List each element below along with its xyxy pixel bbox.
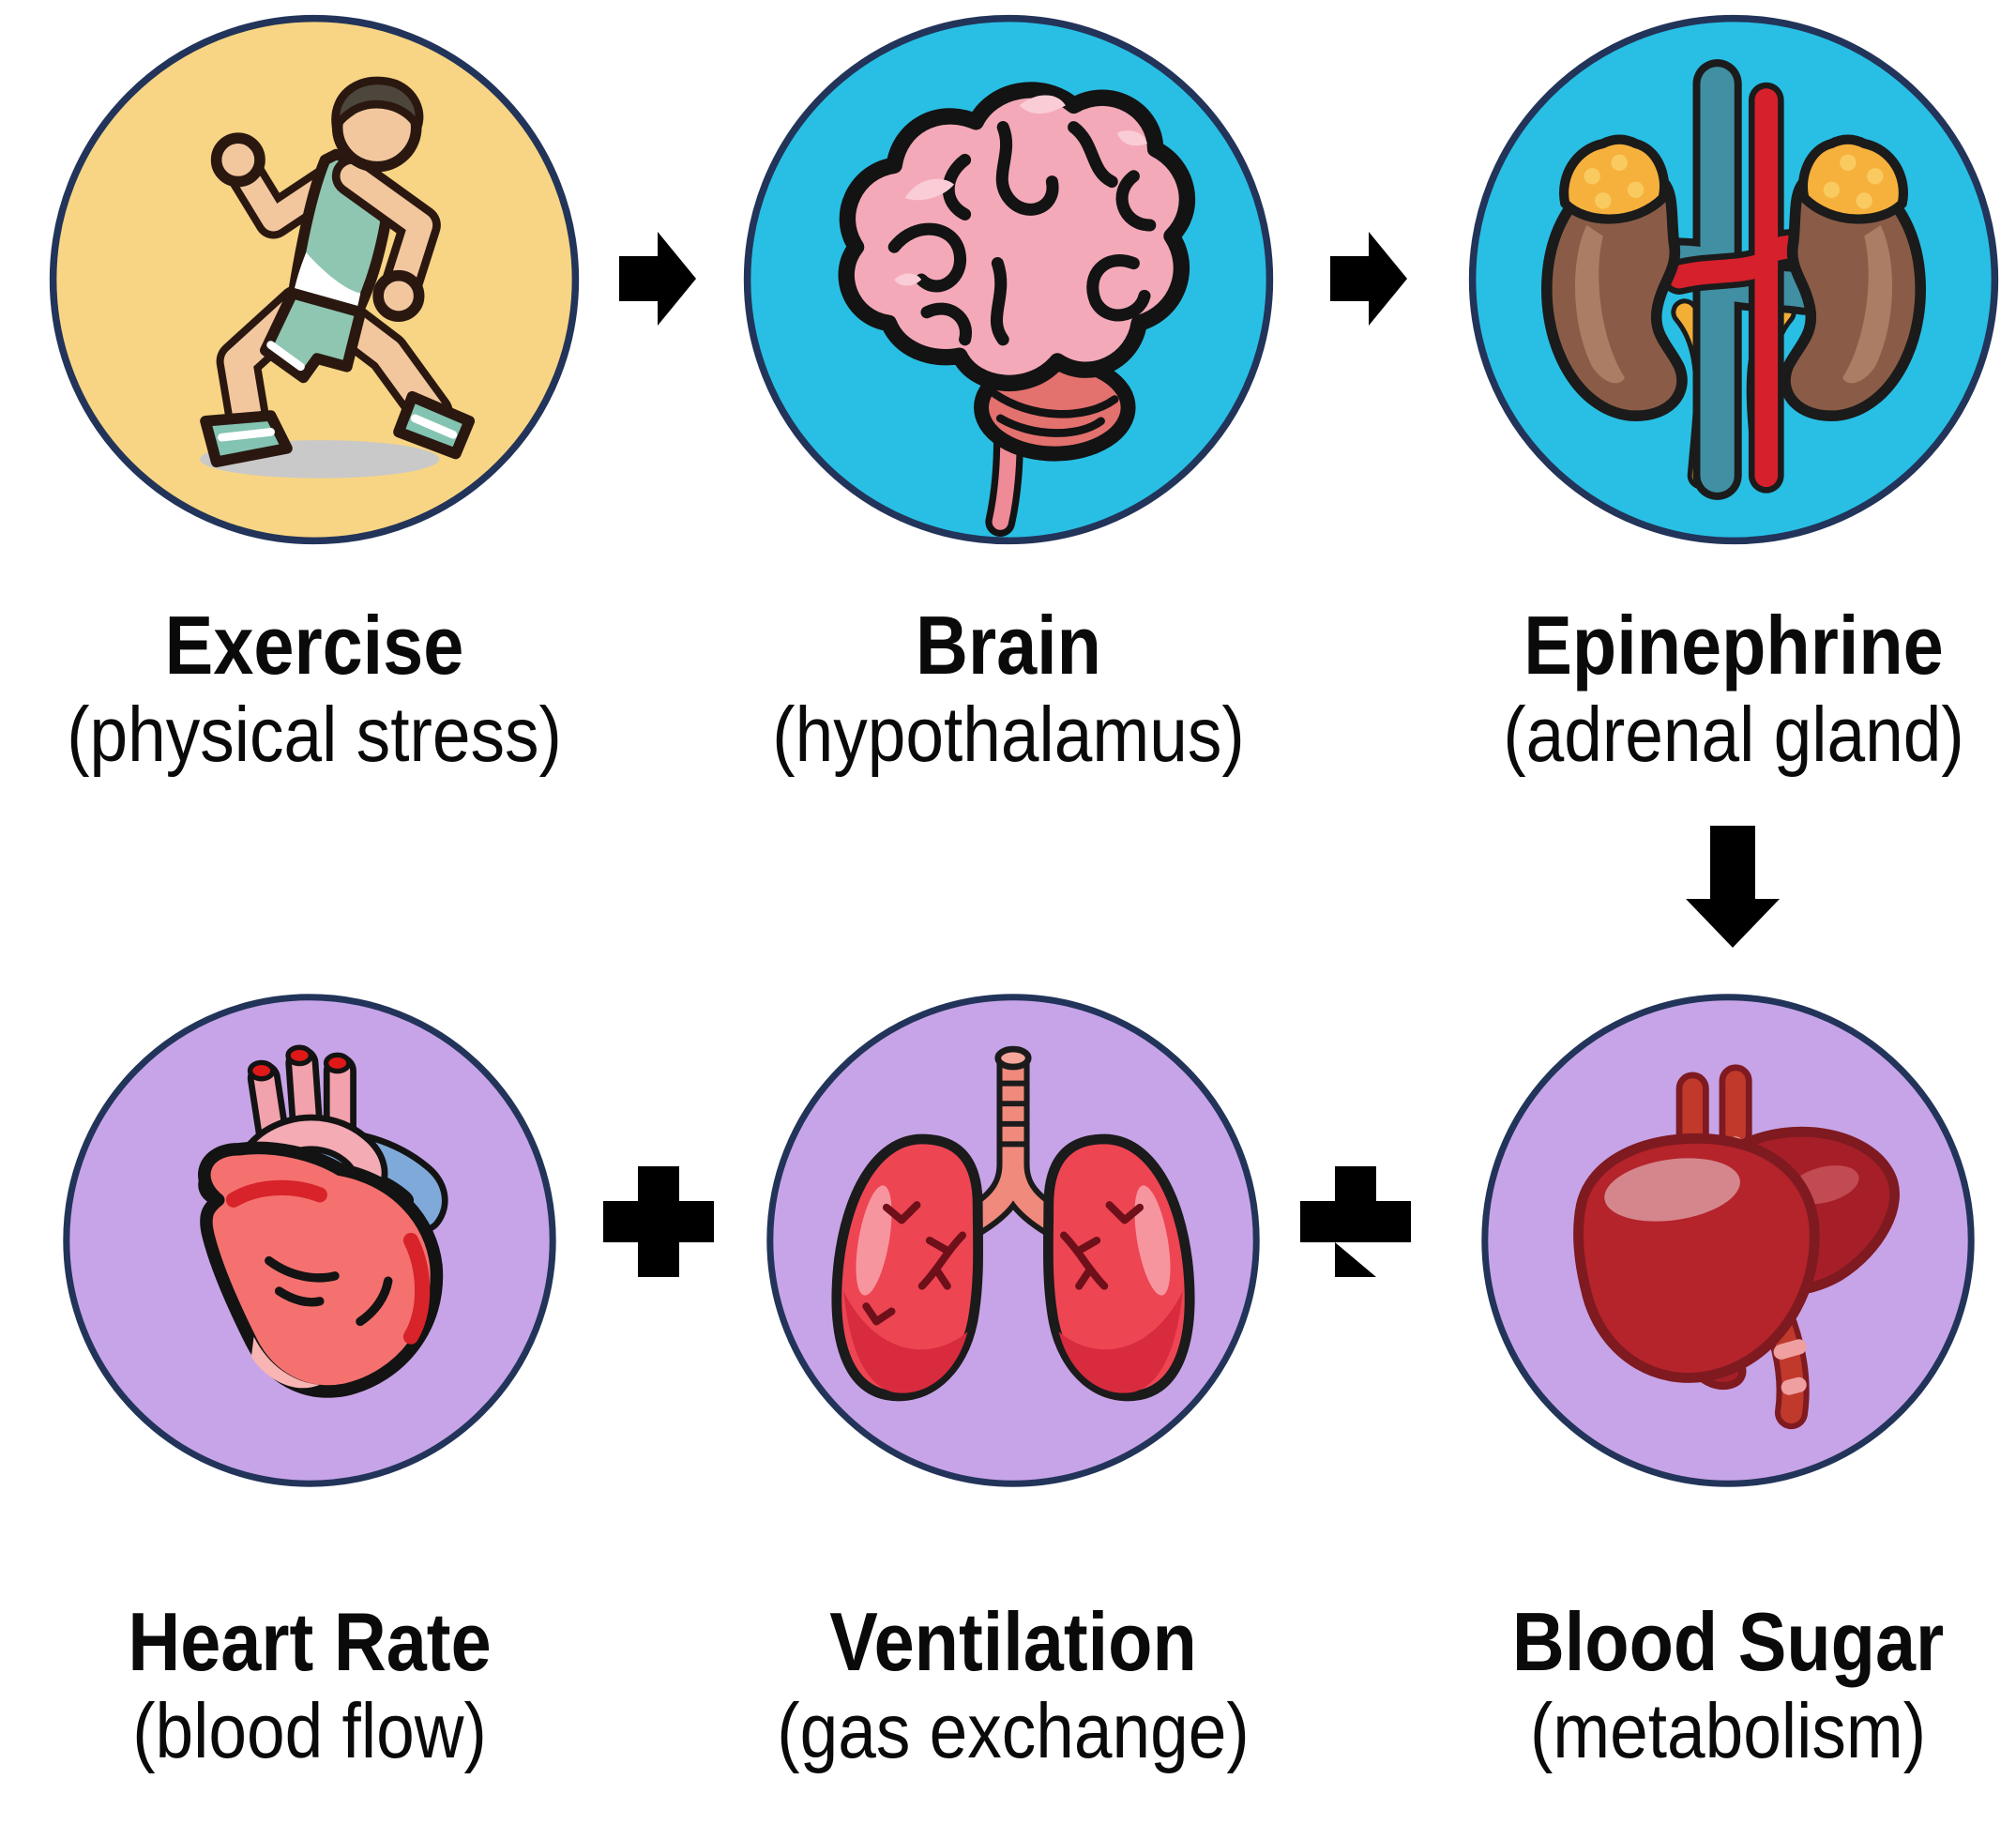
brain-icon (838, 82, 1196, 538)
heart-icon (198, 1044, 448, 1398)
label-ventilation: Ventilation (gas exchange) (700, 1597, 1327, 1775)
plus-icon (603, 1166, 714, 1277)
kidneys-adrenal-icon (1541, 59, 1926, 500)
arrow-right-icon (1330, 232, 1407, 326)
brain-disc (743, 14, 1274, 545)
node-epinephrine (1462, 8, 2006, 552)
arrow-right-icon (619, 232, 696, 326)
node-subtitle: (blood flow) (132, 1687, 487, 1775)
liver-disc (1481, 994, 1975, 1487)
node-blood-sugar (1475, 987, 1981, 1494)
heart-disc (63, 994, 556, 1487)
node-subtitle: (adrenal gland) (1503, 691, 1964, 779)
node-brain (736, 8, 1281, 552)
node-title: Exercise (164, 599, 464, 692)
label-exercise: Exercise (physical stress) (1, 601, 629, 779)
node-title: Heart Rate (128, 1595, 492, 1688)
liver-icon (1573, 1064, 1900, 1430)
node-title: Blood Sugar (1511, 1595, 1945, 1688)
label-epinephrine: Epinephrine (adrenal gland) (1420, 601, 2016, 779)
node-title: Brain (916, 599, 1101, 692)
node-title: Ventilation (829, 1595, 1197, 1688)
label-brain: Brain (hypothalamus) (695, 601, 1323, 779)
node-exercise (42, 8, 586, 552)
node-subtitle: (hypothalamus) (772, 691, 1245, 779)
node-subtitle: (gas exchange) (777, 1687, 1250, 1775)
node-title: Epinephrine (1523, 599, 1944, 692)
exercise-disc (49, 14, 580, 545)
arrow-down-icon (1686, 826, 1780, 948)
node-heart-rate (56, 987, 563, 1494)
plus-icon (1300, 1166, 1411, 1277)
runner-icon (200, 76, 476, 479)
label-blood-sugar: Blood Sugar (metabolism) (1415, 1597, 2016, 1775)
node-subtitle: (metabolism) (1529, 1687, 1927, 1775)
node-subtitle: (physical stress) (67, 691, 562, 779)
lungs-icon (831, 1045, 1195, 1402)
epinephrine-disc (1468, 14, 1999, 545)
node-ventilation (760, 987, 1266, 1494)
lungs-disc (766, 994, 1260, 1487)
label-heart-rate: Heart Rate (blood flow) (0, 1597, 623, 1775)
